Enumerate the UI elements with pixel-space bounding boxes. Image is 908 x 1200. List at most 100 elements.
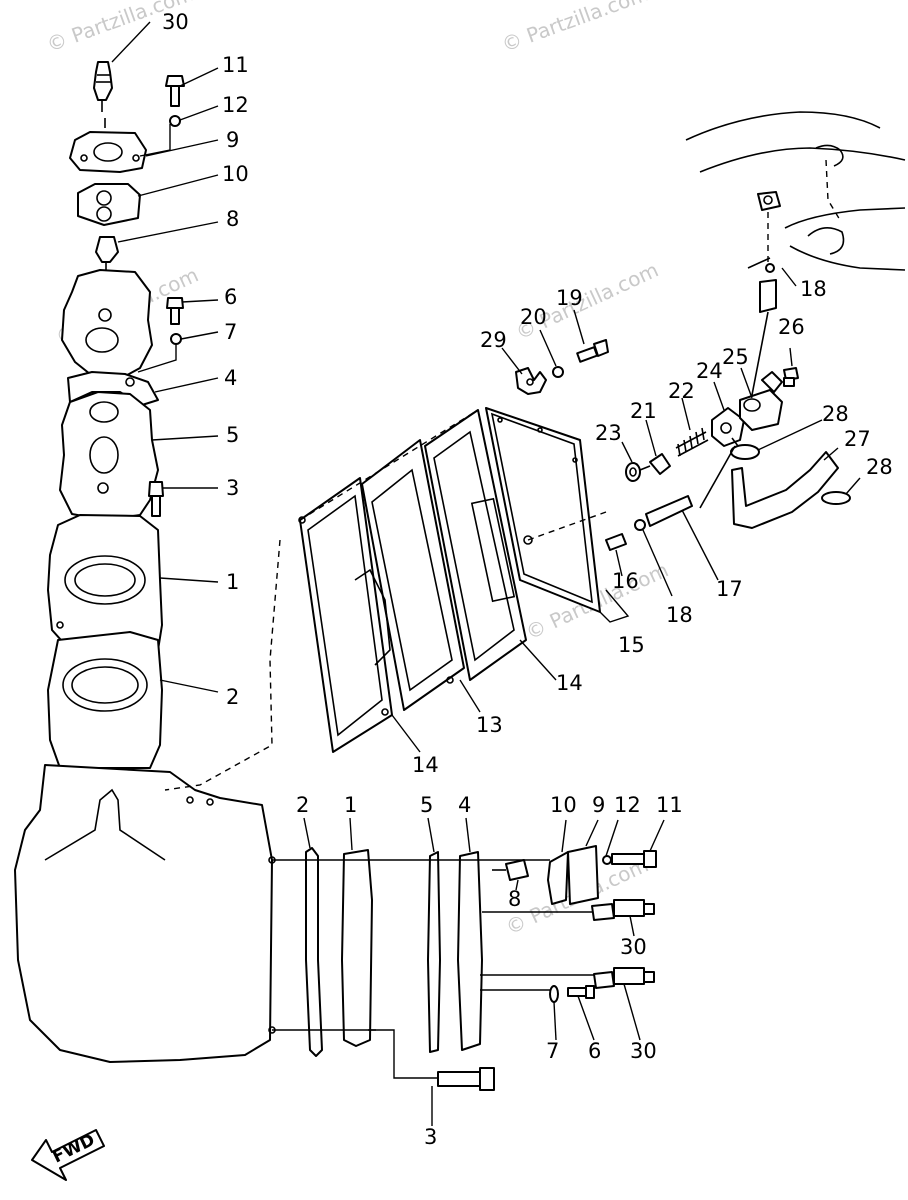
spring-22 <box>675 427 709 457</box>
callout-8: 8 <box>508 887 521 911</box>
dash-guide-left <box>164 539 281 791</box>
lower-leader-lines <box>272 817 665 1126</box>
callout-3: 3 <box>424 1125 437 1149</box>
clip-18-upper <box>765 263 775 273</box>
bolt-11-side <box>611 850 657 868</box>
callout-21: 21 <box>630 399 657 423</box>
callout-14: 14 <box>412 753 439 777</box>
callout-labels: 30 11 12 9 10 8 6 7 4 5 3 1 2 29 20 19 2… <box>162 10 893 1149</box>
clamp-28-lower <box>821 491 851 505</box>
bolt-3-left <box>148 481 164 517</box>
gasket-14-rear <box>424 409 527 681</box>
cover-9-top <box>69 131 147 173</box>
callout-7: 7 <box>224 320 237 344</box>
callout-20: 20 <box>520 305 547 329</box>
callout-11: 11 <box>656 793 683 817</box>
callout-10: 10 <box>550 793 577 817</box>
bolt-11-top <box>165 75 185 107</box>
hose-27 <box>731 451 839 529</box>
bolt-6-left <box>166 297 184 325</box>
callout-4: 4 <box>458 793 471 817</box>
anode-8-top <box>95 236 119 272</box>
gasket-10-top <box>77 183 141 226</box>
callout-6: 6 <box>224 285 237 309</box>
exhaust-cover-13 <box>354 439 465 711</box>
callout-3: 3 <box>226 476 239 500</box>
callout-11: 11 <box>222 53 249 77</box>
grommet-23 <box>625 462 641 482</box>
callout-29: 29 <box>480 328 507 352</box>
block-1-side <box>341 849 373 1047</box>
gasket-24 <box>711 407 745 447</box>
spark-plug-side-lower <box>593 967 655 989</box>
gasket-10-side <box>547 851 569 905</box>
engine-top-outline <box>685 111 906 271</box>
callout-1: 1 <box>226 570 239 594</box>
callout-17: 17 <box>716 577 743 601</box>
callout-16: 16 <box>612 569 639 593</box>
dash-guide-plug <box>527 511 607 541</box>
callout-26: 26 <box>778 315 805 339</box>
callout-10: 10 <box>222 162 249 186</box>
callout-14: 14 <box>556 671 583 695</box>
callout-30: 30 <box>620 935 647 959</box>
callout-7: 7 <box>546 1039 559 1063</box>
callout-24: 24 <box>696 359 723 383</box>
callout-13: 13 <box>476 713 503 737</box>
spark-plug-side-upper <box>591 899 655 921</box>
gasket-5-side <box>427 851 441 1053</box>
washer-12-top <box>169 115 181 127</box>
cylinder-block-1 <box>47 514 163 653</box>
callout-23: 23 <box>595 421 622 445</box>
grommet-top <box>757 191 781 211</box>
watermark: © Partzilla.com <box>512 258 662 345</box>
cover-9-side <box>567 845 599 905</box>
washer-7-side <box>549 985 559 1003</box>
callout-8: 8 <box>226 207 239 231</box>
callout-5: 5 <box>420 793 433 817</box>
callout-9: 9 <box>226 128 239 152</box>
valve-21 <box>639 453 671 475</box>
fwd-arrow-icon: FWD <box>31 1129 105 1181</box>
callout-12: 12 <box>222 93 249 117</box>
washer-7-left <box>170 333 182 345</box>
callout-28: 28 <box>822 402 849 426</box>
callout-4: 4 <box>224 366 237 390</box>
bolt-19 <box>576 339 609 363</box>
pipe-16 <box>605 533 627 551</box>
callout-19: 19 <box>556 286 583 310</box>
crankcase <box>14 764 276 1063</box>
cylinder-head-cover <box>61 269 153 381</box>
hose-upper <box>751 279 777 396</box>
callout-15: 15 <box>618 633 645 657</box>
bolt-26 <box>783 367 799 387</box>
callout-28: 28 <box>866 455 893 479</box>
thermostat-cover-25 <box>739 371 783 431</box>
dash-guide-top <box>299 409 479 521</box>
bracket-29 <box>515 367 547 395</box>
watermark: © Partzilla.com <box>499 0 652 57</box>
callout-22: 22 <box>668 379 695 403</box>
gasket-2-left <box>47 631 163 769</box>
anode-8-side <box>492 859 529 881</box>
callout-5: 5 <box>226 423 239 447</box>
clamp-28-upper <box>730 437 760 460</box>
washer-20 <box>552 366 564 378</box>
clip-18-lower <box>634 519 646 531</box>
callout-9: 9 <box>592 793 605 817</box>
callout-18: 18 <box>666 603 693 627</box>
gasket-2-side <box>305 847 323 1057</box>
bolt-3-side <box>437 1067 495 1091</box>
head-4-side <box>457 851 483 1051</box>
washer-12-side <box>602 855 612 865</box>
callout-25: 25 <box>722 345 749 369</box>
hose-link <box>699 445 736 509</box>
left-leader-lines <box>111 21 219 693</box>
callout-18: 18 <box>800 277 827 301</box>
hose-17 <box>645 495 693 527</box>
right-leader-lines <box>391 267 861 753</box>
callout-30: 30 <box>630 1039 657 1063</box>
callout-12: 12 <box>614 793 641 817</box>
